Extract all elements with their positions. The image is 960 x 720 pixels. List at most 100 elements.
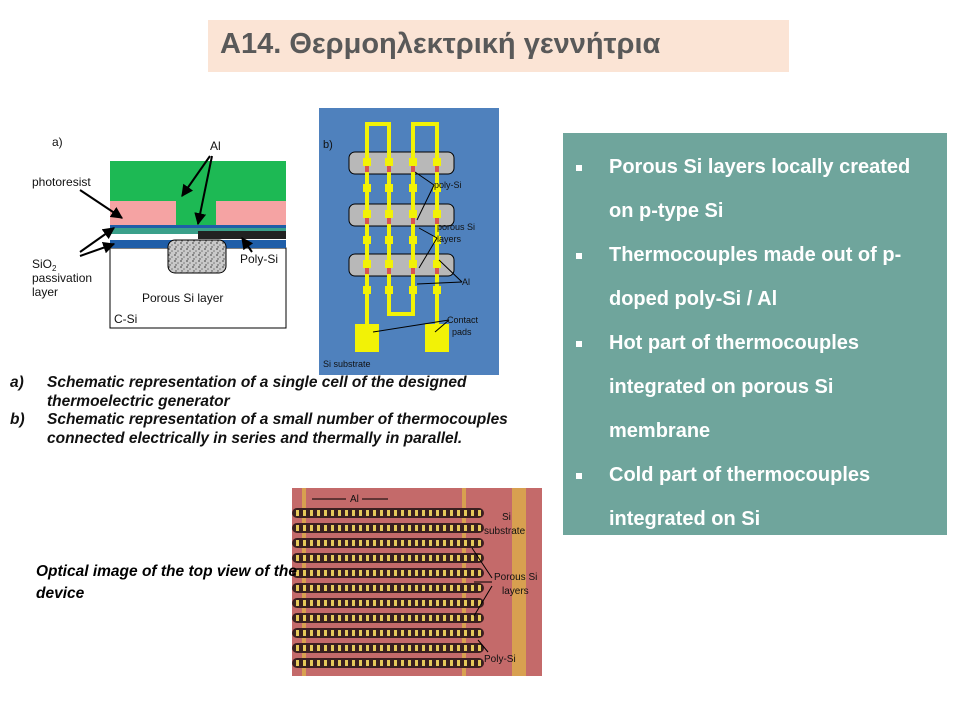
- thermocouple-finger: [324, 645, 327, 651]
- junction: [409, 210, 417, 218]
- caption-b-marker: b): [10, 411, 25, 428]
- thermocouple-finger: [387, 615, 390, 621]
- junction: [433, 286, 441, 294]
- thermocouple-finger: [471, 540, 474, 546]
- thermocouple-finger: [387, 540, 390, 546]
- thermocouple-finger: [415, 660, 418, 666]
- thermocouple-finger: [310, 645, 313, 651]
- thermocouple-finger: [338, 525, 341, 531]
- poly-si-segment: [365, 166, 369, 172]
- thermocouple-finger: [366, 615, 369, 621]
- thermocouple-finger: [387, 585, 390, 591]
- thermocouple-finger: [310, 570, 313, 576]
- thermocouple-finger: [422, 510, 425, 516]
- thermocouple-finger: [345, 645, 348, 651]
- junction: [409, 184, 417, 192]
- thermocouple-finger: [345, 510, 348, 516]
- poly-si-segment: [435, 268, 439, 274]
- contact-label-2: pads: [452, 327, 472, 337]
- thermocouple-finger: [443, 555, 446, 561]
- thermocouple-finger: [352, 540, 355, 546]
- thermocouple-finger: [303, 615, 306, 621]
- porous-si-block: [167, 239, 227, 274]
- thermocouple-finger: [394, 615, 397, 621]
- substrate-label-optical-2: substrate: [484, 526, 526, 537]
- thermocouple-finger: [408, 630, 411, 636]
- thermocouple-finger: [457, 570, 460, 576]
- thermocouple-finger: [408, 525, 411, 531]
- thermocouple-finger: [324, 660, 327, 666]
- junction: [363, 236, 371, 244]
- bullet-item: Hot part of thermocouples integrated on …: [563, 321, 933, 453]
- junction: [433, 210, 441, 218]
- porous-label-optical-2: layers: [502, 586, 529, 597]
- thermocouple-finger: [303, 630, 306, 636]
- thermocouple-finger: [464, 510, 467, 516]
- thermocouple-finger: [415, 510, 418, 516]
- thermocouple-finger: [387, 555, 390, 561]
- thermocouple-finger: [331, 615, 334, 621]
- thermocouple-finger: [345, 660, 348, 666]
- thermocouple-finger: [401, 540, 404, 546]
- figure-a-cross-section: a) Al photoresist SiO2 passivation layer…: [30, 128, 300, 338]
- photoresist-layer: [110, 161, 286, 225]
- junction: [363, 184, 371, 192]
- thermocouple-finger: [471, 645, 474, 651]
- thermocouple-finger: [443, 510, 446, 516]
- callout-line: [418, 237, 438, 269]
- pink-layer-right: [216, 201, 286, 225]
- thermocouple-finger: [471, 525, 474, 531]
- callout-line: [416, 281, 463, 285]
- thermocouple-finger: [303, 600, 306, 606]
- thermocouple-finger: [359, 600, 362, 606]
- thermocouple-finger: [422, 555, 425, 561]
- summary-panel: Porous Si layers locally created on p-ty…: [563, 133, 947, 535]
- thermocouple-finger: [366, 570, 369, 576]
- poly-si-segment: [387, 218, 391, 224]
- thermocouple-finger: [457, 555, 460, 561]
- thermocouple-finger: [359, 555, 362, 561]
- pink-layer-left: [110, 201, 176, 225]
- thermocouple-finger: [296, 645, 299, 651]
- thermocouple-finger: [380, 570, 383, 576]
- thermocouple-finger: [408, 660, 411, 666]
- panel-a-label: a): [52, 135, 63, 149]
- thermocouple-finger: [352, 600, 355, 606]
- thermocouple-finger: [324, 525, 327, 531]
- bullet-text: Thermocouples made out of p-doped poly-S…: [609, 244, 902, 310]
- thermocouple-finger: [338, 555, 341, 561]
- thermocouple-finger: [436, 540, 439, 546]
- poly-si-strip: [198, 231, 286, 239]
- thermocouple-finger: [345, 570, 348, 576]
- thermocouple-finger: [380, 510, 383, 516]
- junction: [363, 158, 371, 166]
- poly-si-segment: [365, 218, 369, 224]
- thermocouple-finger: [331, 585, 334, 591]
- thermocouple-finger: [373, 570, 376, 576]
- porous-si-label: Porous Si layer: [142, 291, 223, 305]
- thermocouple-finger: [443, 525, 446, 531]
- thermocouple-finger: [401, 600, 404, 606]
- thermocouple-finger: [387, 570, 390, 576]
- thermocouple-finger: [373, 660, 376, 666]
- thermocouple-finger: [352, 555, 355, 561]
- junction: [363, 210, 371, 218]
- al-label-b: Al: [462, 277, 470, 287]
- thermocouple-finger: [380, 660, 383, 666]
- callout-line: [434, 319, 450, 333]
- thermocouple-finger: [338, 645, 341, 651]
- thermocouple-finger: [401, 585, 404, 591]
- bullet-text: Cold part of thermocouples integrated on…: [609, 464, 871, 530]
- thermocouple-finger: [415, 570, 418, 576]
- thermocouple-finger: [331, 510, 334, 516]
- thermocouple-finger: [450, 525, 453, 531]
- thermocouple-finger: [296, 510, 299, 516]
- thermocouple-finger: [457, 615, 460, 621]
- thermocouple-finger: [394, 510, 397, 516]
- thermocouple-finger: [429, 510, 432, 516]
- thermocouple-finger: [450, 570, 453, 576]
- thermocouple-finger: [443, 645, 446, 651]
- thermocouple-finger: [352, 630, 355, 636]
- thermocouple-finger: [310, 630, 313, 636]
- thermocouple-finger: [359, 510, 362, 516]
